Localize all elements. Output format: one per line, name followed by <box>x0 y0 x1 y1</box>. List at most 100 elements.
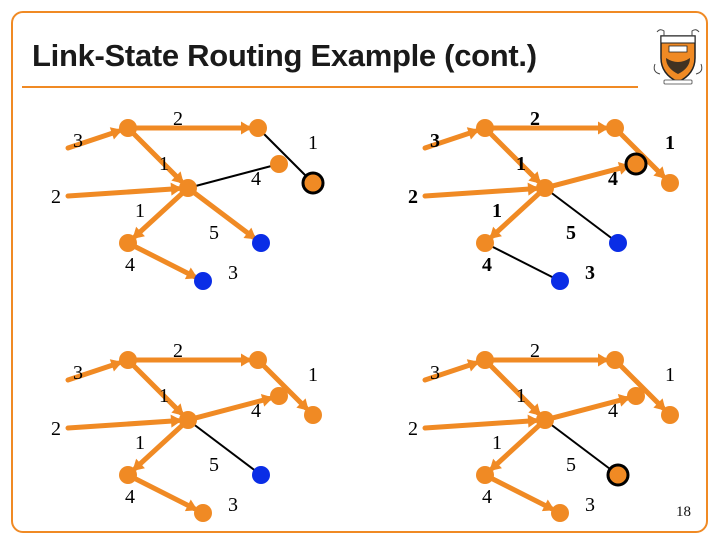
title-divider <box>22 86 638 88</box>
arrowhead-src-n-top <box>241 353 252 367</box>
node-dest-mid <box>252 234 270 252</box>
arrowhead-src-n-top <box>598 121 609 135</box>
node-far-right <box>624 152 648 176</box>
arrowhead-src-n-mid <box>171 171 184 184</box>
tree-arrow-n-bot-dest-bot <box>130 475 197 511</box>
node-n-mid <box>536 179 554 197</box>
arrowhead-in-left-n-mid <box>527 414 540 428</box>
weight-label-e2: 2 <box>408 186 418 208</box>
tree-arrow-n-bot-dest-bot <box>487 475 554 511</box>
tree-arrow-in-top-src <box>65 360 122 383</box>
weight-label-e3: 1 <box>516 385 526 407</box>
tree-arrow-src-n-mid <box>486 361 541 416</box>
weight-label-e8: 4 <box>125 486 135 508</box>
arrowhead-src-n-mid <box>528 171 541 184</box>
tree-arrow-n-mid-n-bot <box>489 189 544 239</box>
arrowhead-in-top-src <box>466 127 480 140</box>
weight-label-e6: 4 <box>251 168 261 190</box>
link-n-mid-dest-mid <box>544 419 619 476</box>
tree-arrow-in-left-n-mid <box>422 186 538 199</box>
arrowhead-in-left-n-mid <box>170 414 183 428</box>
weight-label-e8: 4 <box>482 254 492 276</box>
tree-arrow-n-mid-n-bot <box>132 189 187 239</box>
weight-label-e2: 2 <box>408 418 418 440</box>
weight-label-e10: 1 <box>665 132 675 154</box>
weight-label-e1: 3 <box>430 130 440 152</box>
weight-label-e7: 5 <box>209 222 219 244</box>
weight-label-e3: 1 <box>159 153 169 175</box>
tree-arrow-n-bot-dest-bot <box>130 243 197 279</box>
tree-arrow-in-top-src <box>422 360 479 383</box>
weight-label-e10: 1 <box>308 364 318 386</box>
tree-arrow-n-mid-far-right <box>191 396 272 421</box>
weight-label-e9: 3 <box>585 494 595 516</box>
tree-arrow-n-mid-n-bot <box>489 421 544 471</box>
arrowhead-n-bot-dest-bot <box>184 267 198 280</box>
node-n-top <box>606 119 624 137</box>
tree-arrow-n-mid-far-right <box>548 396 629 421</box>
weight-label-e5: 1 <box>492 200 502 222</box>
weight-label-e1: 3 <box>73 130 83 152</box>
tree-arrow-n-top-dest-top <box>616 361 666 411</box>
tree-arrow-in-left-n-mid <box>65 418 181 431</box>
arrowhead-in-left-n-mid <box>170 182 183 196</box>
node-dest-top <box>661 174 679 192</box>
arrowhead-in-top-src <box>466 359 480 372</box>
weight-label-e5: 1 <box>492 432 502 454</box>
weight-label-e4: 2 <box>530 340 540 362</box>
arrowhead-in-top-src <box>109 127 123 140</box>
node-dest-top <box>661 406 679 424</box>
node-n-bot <box>476 234 494 252</box>
arrowhead-n-top-dest-top <box>653 166 666 179</box>
weight-label-e2: 2 <box>51 186 61 208</box>
node-src <box>119 351 137 369</box>
arrowhead-n-mid-dest-mid <box>243 227 257 240</box>
arrowhead-src-n-mid <box>528 403 541 416</box>
node-n-mid <box>179 411 197 429</box>
tree-arrow-n-mid-n-bot <box>132 421 187 471</box>
arrowhead-n-mid-n-bot <box>489 226 502 239</box>
weight-label-e9: 3 <box>585 262 595 284</box>
weight-label-e2: 2 <box>51 418 61 440</box>
link-n-mid-far-right <box>187 163 280 189</box>
weight-label-e1: 3 <box>430 362 440 384</box>
tree-arrow-n-mid-dest-mid <box>190 189 256 240</box>
arrowhead-n-bot-dest-bot <box>541 499 555 512</box>
node-src <box>119 119 137 137</box>
node-n-mid <box>536 411 554 429</box>
arrowhead-n-mid-n-bot <box>489 458 502 471</box>
node-far-right <box>270 387 288 405</box>
node-dest-bot <box>551 504 569 522</box>
weight-label-e7: 5 <box>209 454 219 476</box>
tree-arrow-src-n-mid <box>129 129 184 184</box>
arrowhead-n-top-dest-top <box>653 398 666 411</box>
node-dest-mid <box>252 466 270 484</box>
node-dest-top <box>301 171 325 195</box>
weight-label-e6: 4 <box>608 168 618 190</box>
weight-label-e9: 3 <box>228 494 238 516</box>
node-n-top <box>249 119 267 137</box>
weight-label-e5: 1 <box>135 432 145 454</box>
weight-label-e6: 4 <box>251 400 261 422</box>
tree-arrow-n-top-dest-top <box>259 361 309 411</box>
link-n-bot-dest-bot <box>484 242 561 282</box>
node-dest-bot <box>194 504 212 522</box>
weight-label-e6: 4 <box>608 400 618 422</box>
tree-arrow-in-left-n-mid <box>65 186 181 199</box>
tree-arrow-src-n-mid <box>486 129 541 184</box>
page-number: 18 <box>676 504 691 520</box>
arrowhead-src-n-top <box>241 121 252 135</box>
tree-arrow-src-n-mid <box>129 361 184 416</box>
weight-label-e3: 1 <box>159 385 169 407</box>
weight-label-e4: 2 <box>173 340 183 362</box>
link-n-top-dest-top <box>257 127 314 184</box>
arrowhead-n-bot-dest-bot <box>184 499 198 512</box>
weight-label-e3: 1 <box>516 153 526 175</box>
arrowhead-n-mid-n-bot <box>132 226 145 239</box>
arrowhead-n-top-dest-top <box>296 398 309 411</box>
node-n-bot <box>119 234 137 252</box>
tree-arrow-n-mid-far-right <box>548 164 629 189</box>
